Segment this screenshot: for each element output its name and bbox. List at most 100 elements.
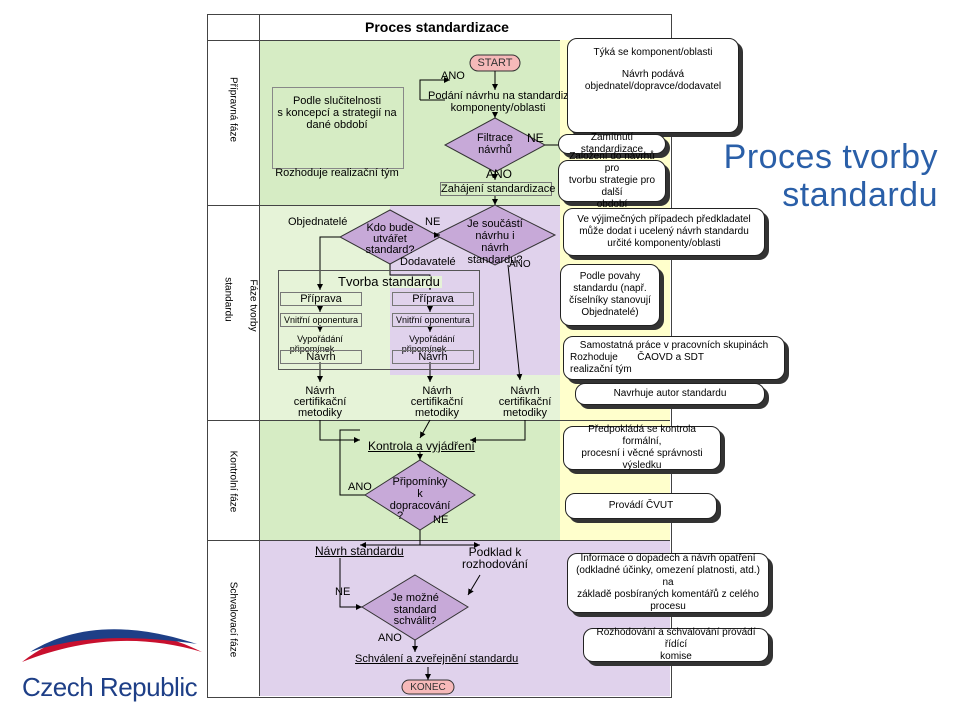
pripom-label-4: ?: [396, 510, 404, 522]
note-samostatna: Samostatná práce v pracovních skupinách …: [563, 336, 785, 380]
note-informace-line-1: Informace o dopadech a návrh opatření: [580, 553, 756, 564]
vnitrni-left: Vnitřní oponentura: [280, 313, 362, 327]
cert2-1: Návrh: [422, 385, 452, 397]
note-predpoklada-line-1: Předpokládá se kontrola formální,: [588, 424, 696, 447]
note-vyjimecnych-line-3: určité komponenty/oblasti: [607, 238, 721, 249]
tvorba-group: [278, 270, 480, 370]
ano-mozne-label: ANO: [378, 632, 402, 644]
kdo-label-2: utvářet: [373, 233, 407, 245]
je-label-4: standardu?: [467, 254, 523, 266]
navrh-right: Návrh: [392, 350, 474, 364]
diagram-title: Proces standardizace: [365, 19, 509, 35]
lane-sep-1: [207, 205, 560, 206]
cert3-1: Návrh: [510, 385, 540, 397]
note-samostatna-line-4: realizační tým: [570, 364, 632, 375]
big-title: Proces tvorby standardu: [678, 138, 938, 214]
note-tyka-se: Týká se komponent/oblasti Návrh podává o…: [567, 38, 739, 133]
note-provadi-cvut: Provádí ČVUT: [565, 493, 717, 519]
ne-kdo-label: NE: [425, 216, 441, 228]
note-vyjimecnych-line-2: může dodat i ucelený návrh standardu: [579, 226, 749, 237]
czech-logo-swoosh: [22, 629, 202, 662]
czech-logo-text: Czech Republic: [22, 672, 198, 702]
zahajeni-label: Zahájení standardizace: [440, 182, 556, 196]
big-title-line-1: Proces tvorby: [723, 138, 938, 176]
cert1-2: certifikační: [293, 396, 347, 408]
ano-top-label: ANO: [441, 70, 465, 82]
mozne-label-1: Je možné: [391, 592, 439, 604]
dodavatele-label: Dodavatelé: [400, 256, 456, 268]
note-povahy-line-4: Objednatelé): [581, 307, 639, 318]
note-samostatna-line-2: Rozhoduje: [570, 352, 618, 363]
filtrace-label-2: návrhů: [478, 144, 512, 156]
note-rozhodovani-line-2: komise: [660, 651, 692, 662]
vyporadani-right: Vypořádání: [409, 334, 455, 344]
note-samostatna-line-3: ČAOVD a SDT: [637, 352, 704, 363]
navrh-std-label: Návrh standardu: [315, 544, 404, 558]
note-samostatna-line-1: Samostatná práce v pracovních skupinách: [579, 340, 769, 351]
header-sep: [207, 40, 560, 41]
note-zalozeni-line-2: tvorbu strategie pro další: [568, 175, 656, 198]
cert1-1: Návrh: [305, 385, 335, 397]
note-rozhodovani-line-1: Rozhodování a schvalování provádí řídící: [596, 627, 756, 650]
podle-label-2: s koncepcí a strategií na: [277, 107, 397, 119]
podklad-label-2: rozhodování: [461, 557, 529, 571]
note-povahy-line-1: Podle povahy: [579, 271, 641, 282]
vnitrni-right: Vnitřní oponentura: [392, 313, 474, 327]
konec-label: KONEC: [410, 682, 446, 693]
navrh-left: Návrh: [280, 350, 362, 364]
pripom-label-1: Připomínky: [392, 476, 448, 488]
podani-label-2: komponenty/oblasti: [450, 102, 546, 114]
note-predpoklada: Předpokládá se kontrola formální, proces…: [563, 424, 721, 471]
note-tyka-se-line-2: Návrh podává: [621, 69, 685, 80]
note-samostatna-row: Rozhoduje ČAOVD a SDT: [570, 352, 704, 364]
podani-label: Podání návrhu na standardizaci: [428, 90, 583, 102]
start-label: START: [477, 57, 513, 69]
note-zalozeni-line-3: období: [596, 199, 628, 210]
ne-filtrace-label: NE: [527, 131, 544, 145]
note-povahy-line-3: číselníky stanovují: [569, 295, 651, 306]
vyporadani-left: Vypořádání: [297, 334, 343, 344]
lane-label-column: [207, 14, 260, 696]
note-zalozeni: Založení do návrhů pro tvorbu strategie …: [558, 151, 666, 210]
je-diamond: [433, 204, 557, 266]
ano-je-label: ANO: [509, 259, 531, 270]
podle-label-1: Podle slučitelnosti: [292, 95, 382, 107]
rozhoduje-label: Rozhoduje realizační tým: [275, 167, 399, 179]
ano-pripom-label: ANO: [348, 481, 372, 493]
note-povahy-line-2: standardu (např.: [573, 283, 647, 294]
note-navrhuje: Navrhuje autor standardu: [575, 383, 765, 405]
podklad-label-1: Podklad k: [468, 545, 522, 559]
kdo-label-1: Kdo bude: [366, 222, 414, 234]
cert2-2: certifikační: [410, 396, 464, 408]
mozne-label-2: standard: [393, 604, 437, 616]
cert3-2: certifikační: [498, 396, 552, 408]
schvaleni-label: Schválení a zveřejnění standardu: [355, 653, 519, 665]
cert2-3: metodiky: [414, 407, 460, 419]
pripom-label-2: k: [417, 488, 423, 500]
objednatele-label: Objednatelé: [288, 216, 348, 228]
ne-pripom-label: NE: [433, 514, 449, 526]
lane-sep-3: [207, 540, 670, 541]
note-zamitnuti: Zamítnutí standardizace: [558, 132, 666, 155]
note-informace: Informace o dopadech a návrh opatření (o…: [567, 553, 769, 613]
note-informace-line-2: (odkladné účinky, omezení platnosti, atd…: [576, 565, 760, 588]
kdo-label-3: standard?: [365, 244, 415, 256]
priprava-right: Příprava: [392, 292, 474, 306]
filtrace-label: Filtrace: [476, 132, 514, 144]
ne-mozne-label: NE: [335, 586, 351, 598]
note-predpoklada-line-3: výsledku: [622, 460, 662, 471]
note-tyka-se-line-3: objednatel/dopravce/dodavatel: [584, 81, 722, 92]
note-rozhodovani: Rozhodování a schvalování provádí řídící…: [583, 627, 769, 662]
pripominek-right: připomínek: [401, 344, 447, 354]
cert3-3: metodiky: [502, 407, 548, 419]
tvorba-label: Tvorba standardu: [336, 274, 442, 289]
je-label-1: Je součástí: [467, 218, 523, 230]
lane-sep-2: [207, 420, 670, 421]
pripominek-left: připomínek: [289, 344, 335, 354]
ano-filtrace-label: ANO: [486, 167, 513, 181]
kontrola-label: Kontrola a vyjádření: [368, 439, 475, 453]
note-vyjimecnych: Ve výjimečných případech předkladatel mů…: [563, 208, 765, 256]
note-zalozeni-line-1: Založení do návrhů pro: [569, 151, 655, 174]
note-vyjimecnych-line-1: Ve výjimečných případech předkladatel: [577, 214, 751, 225]
